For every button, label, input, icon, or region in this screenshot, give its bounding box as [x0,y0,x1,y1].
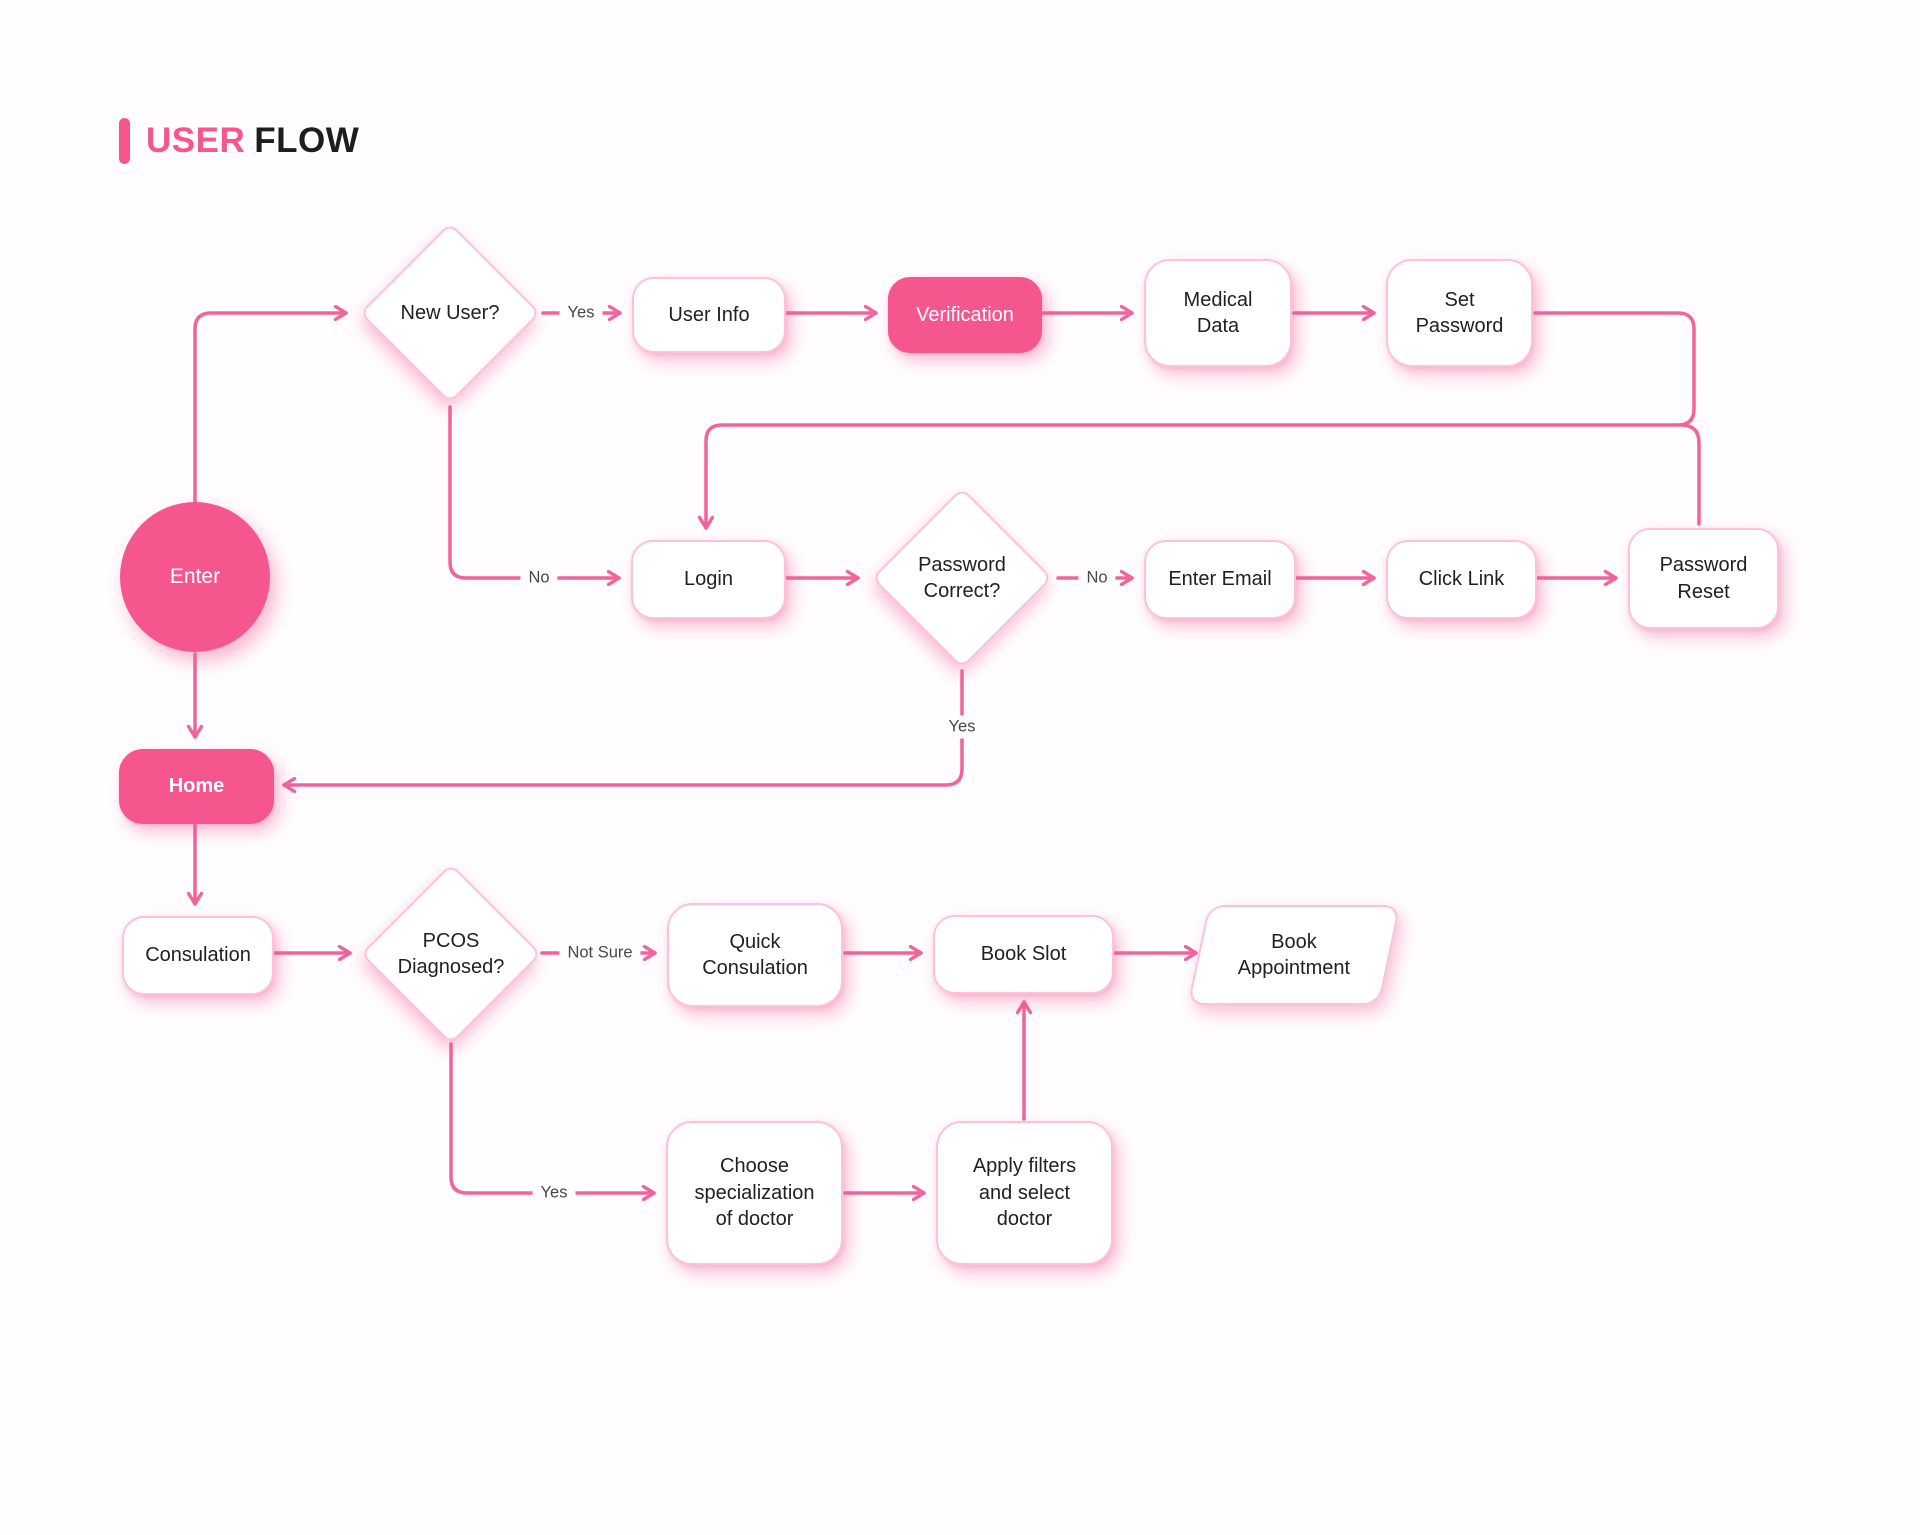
node-enter-email: Enter Email [1144,540,1296,619]
node-book-slot: Book Slot [933,915,1114,994]
node-verification-label: Verification [916,303,1014,326]
node-enter-label: Enter [169,565,221,588]
edge-label-password-yes: Yes [940,715,984,739]
node-new-user-label: New User? [400,301,500,324]
node-consulation-label: Consulation [145,944,251,967]
node-verification: Verification [888,277,1042,353]
node-choose-specialization-label: Choose specialization of doctor [694,1155,815,1231]
node-book-appointment: Book Appointment [1187,905,1401,1005]
node-login-label: Login [684,568,733,591]
node-apply-filters: Apply filters and select doctor [936,1121,1113,1265]
node-password-reset-label: Password Reset [1659,554,1748,603]
edge-label-pcos-not-sure: Not Sure [559,941,641,965]
node-apply-filters-label: Apply filters and select doctor [972,1155,1077,1231]
node-click-link-label: Click Link [1418,568,1505,591]
node-medical-data-label: Medical Data [1183,288,1253,337]
edge-label-new-user-no: No [520,566,558,590]
title-accent-bar [119,118,130,164]
edge-label-password-no: No [1078,566,1116,590]
title-accent-word: USER [146,121,246,160]
node-pcos-diagnosed-decision: PCOS Diagnosed? [360,863,542,1045]
node-medical-data: Medical Data [1144,259,1292,367]
edge-label-new-user-yes: Yes [559,301,603,325]
node-pcos-diagnosed-label: PCOS Diagnosed? [397,929,505,978]
node-book-appointment-label: Book Appointment [1237,930,1351,979]
node-login: Login [631,540,786,619]
node-enter-email-label: Enter Email [1168,568,1272,591]
node-set-password-label: Set Password [1415,288,1504,337]
node-quick-consulation: Quick Consulation [667,903,843,1007]
node-new-user-decision: New User? [359,222,541,404]
node-quick-consulation-label: Quick Consulation [702,930,808,979]
node-consulation: Consulation [122,916,274,995]
node-home: Home [119,749,274,824]
node-click-link: Click Link [1386,540,1537,619]
node-password-correct-decision: Password Correct? [871,487,1053,669]
node-password-correct-label: Password Correct? [918,553,1006,602]
node-user-info-label: User Info [668,303,750,326]
node-book-slot-label: Book Slot [980,943,1067,966]
node-home-label: Home [168,775,225,798]
node-set-password: Set Password [1386,259,1533,367]
node-enter: Enter [120,502,270,652]
edge-label-pcos-yes: Yes [532,1181,576,1205]
title-rest-word: FLOW [254,121,360,160]
node-choose-specialization: Choose specialization of doctor [666,1121,843,1265]
node-user-info: User Info [632,277,786,353]
node-password-reset: Password Reset [1628,528,1779,629]
